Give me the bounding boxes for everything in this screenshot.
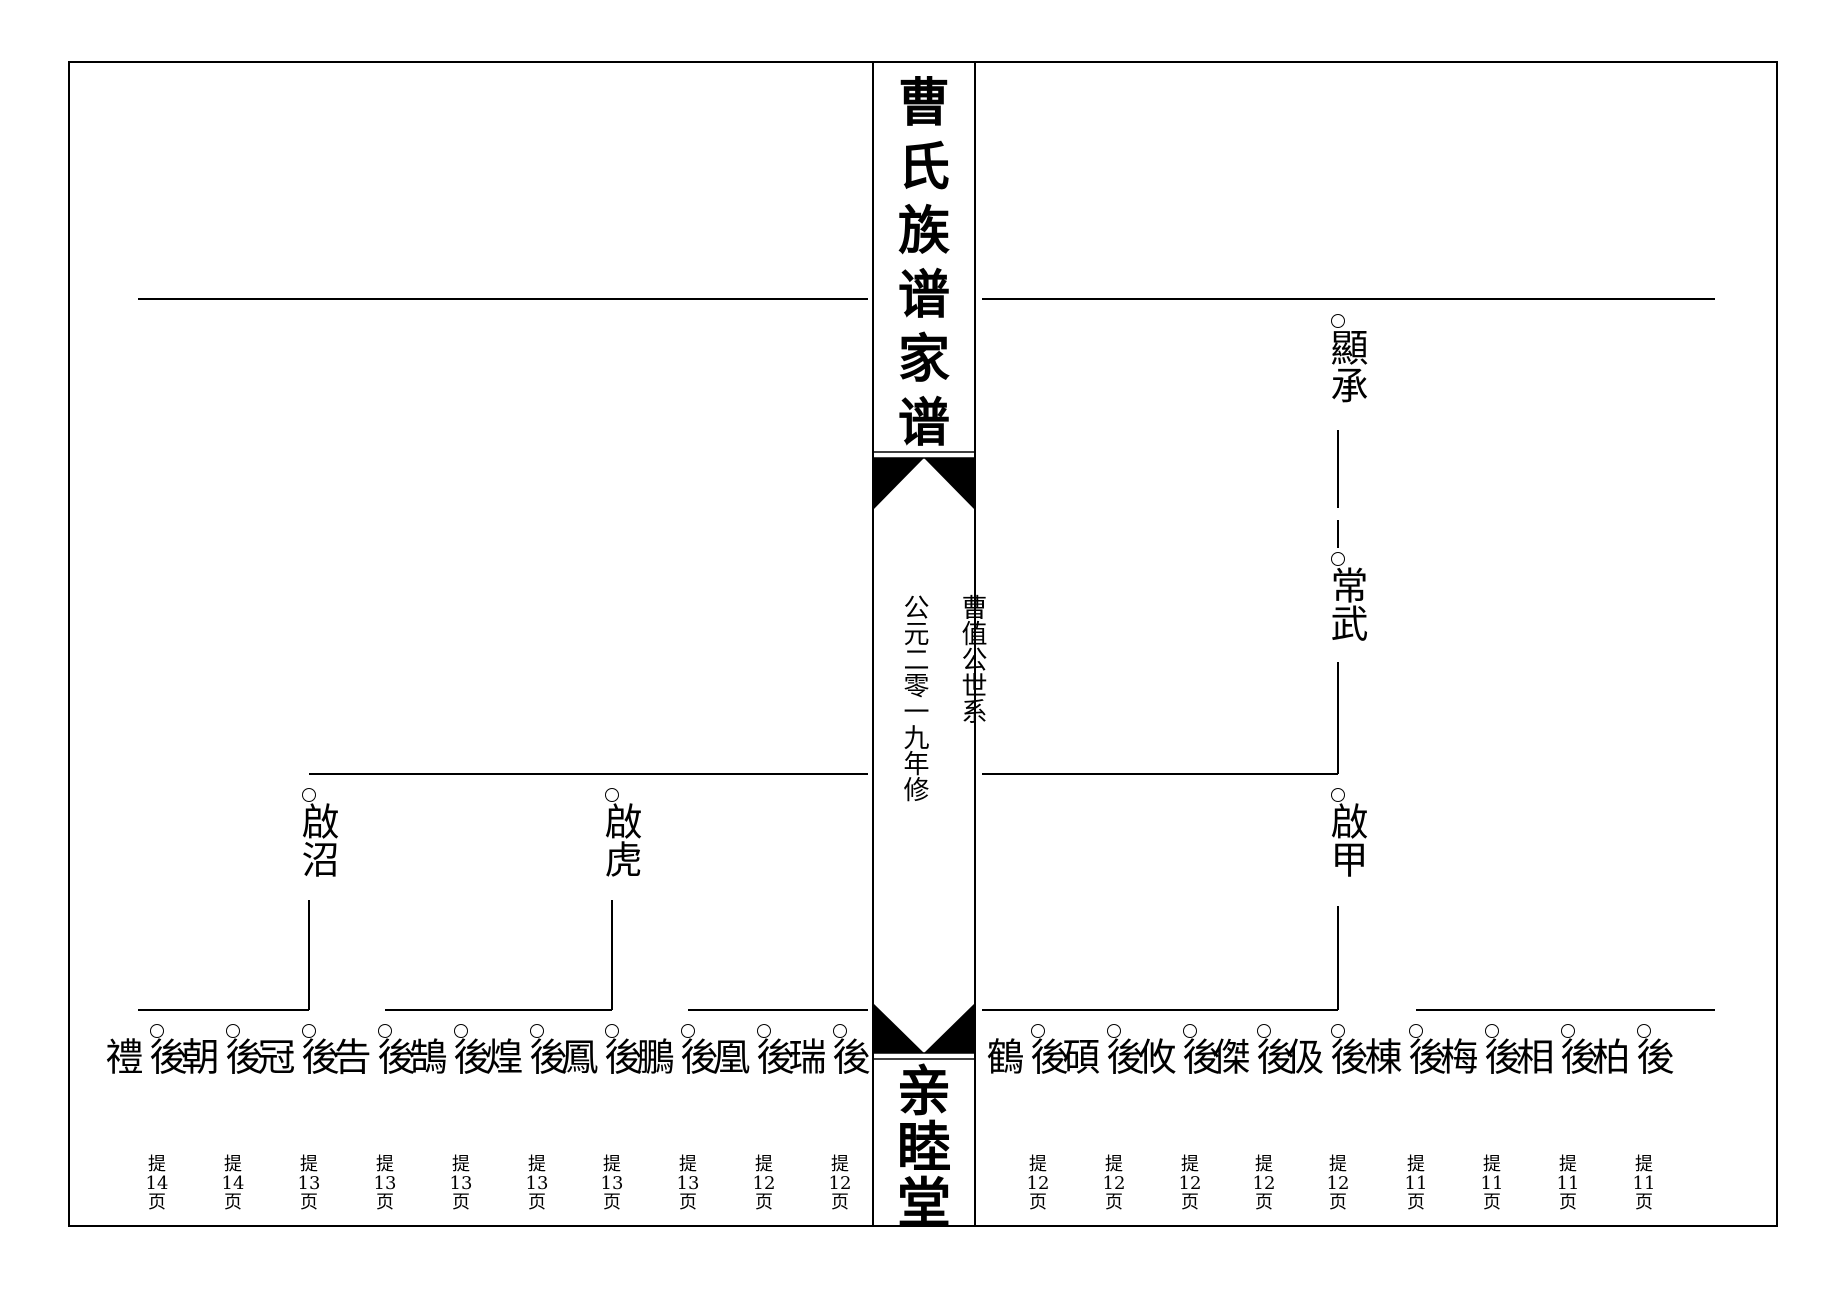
spine-revised-text: 公元二零一九年修 xyxy=(899,594,929,802)
child-name: 後告 xyxy=(327,1037,415,1075)
child-name: 後柏 xyxy=(1586,1037,1674,1075)
child-name: 後伋 xyxy=(1280,1037,1368,1075)
ancestor-name: 顯承 xyxy=(1324,328,1368,404)
spine-lineage-text: 曹值公世系 xyxy=(957,594,987,724)
name-marker-ring xyxy=(1257,1024,1271,1038)
name-marker-ring xyxy=(1331,788,1345,802)
father-name: 啟甲 xyxy=(1324,802,1368,878)
hall-char: 睦 xyxy=(897,1115,951,1179)
name-marker-ring xyxy=(681,1024,695,1038)
name-marker-ring xyxy=(1561,1024,1575,1038)
child-name: 後攸 xyxy=(1132,1037,1220,1075)
spine-fishtail-top xyxy=(873,458,975,510)
name-marker-ring xyxy=(302,788,316,802)
name-marker-ring xyxy=(454,1024,468,1038)
name-marker-ring xyxy=(150,1024,164,1038)
hall-char: 堂 xyxy=(897,1171,951,1235)
name-marker-ring xyxy=(1331,314,1345,328)
child-name: 後鵬 xyxy=(630,1037,718,1075)
name-marker-ring xyxy=(1485,1024,1499,1038)
title-char: 族 xyxy=(897,202,950,262)
name-marker-ring xyxy=(1031,1024,1045,1038)
name-marker-ring xyxy=(1409,1024,1423,1038)
name-marker-ring xyxy=(1637,1024,1651,1038)
child-name: 後朝 xyxy=(175,1037,263,1075)
name-marker-ring xyxy=(1331,1024,1345,1038)
father-name: 啟虎 xyxy=(598,802,642,878)
name-marker-ring xyxy=(1331,552,1345,566)
child-name: 後碩 xyxy=(1056,1037,1144,1075)
ancestor-name: 常武 xyxy=(1324,566,1368,642)
outer-frame xyxy=(68,61,1778,1227)
name-marker-ring xyxy=(530,1024,544,1038)
child-name: 後禮 xyxy=(99,1037,187,1075)
child-name: 後相 xyxy=(1510,1037,1598,1075)
name-marker-ring xyxy=(1107,1024,1121,1038)
child-name: 後煌 xyxy=(479,1037,567,1075)
child-name: 後凰 xyxy=(706,1037,794,1075)
child-name: 後鶴 xyxy=(980,1037,1068,1075)
child-name: 後冠 xyxy=(251,1037,339,1075)
spine-fishtail-bottom xyxy=(873,1003,975,1053)
child-name: 後傑 xyxy=(1206,1037,1294,1075)
title-char: 谱 xyxy=(897,266,950,326)
name-marker-ring xyxy=(833,1024,847,1038)
name-marker-ring xyxy=(757,1024,771,1038)
child-name: 後棟 xyxy=(1358,1037,1446,1075)
name-marker-ring xyxy=(378,1024,392,1038)
child-name: 後梅 xyxy=(1434,1037,1522,1075)
father-name: 啟沼 xyxy=(295,802,339,878)
child-name: 後瑞 xyxy=(782,1037,870,1075)
name-marker-ring xyxy=(605,1024,619,1038)
title-char: 氏 xyxy=(897,138,950,198)
name-marker-ring xyxy=(226,1024,240,1038)
name-marker-ring xyxy=(1183,1024,1197,1038)
name-marker-ring xyxy=(605,788,619,802)
title-char: 家 xyxy=(897,330,950,390)
child-name: 後鳳 xyxy=(554,1037,642,1075)
title-char: 谱 xyxy=(897,394,950,454)
title-char: 曹 xyxy=(897,74,950,134)
name-marker-ring xyxy=(302,1024,316,1038)
hall-char: 亲 xyxy=(897,1059,951,1123)
child-name: 後鵠 xyxy=(403,1037,491,1075)
